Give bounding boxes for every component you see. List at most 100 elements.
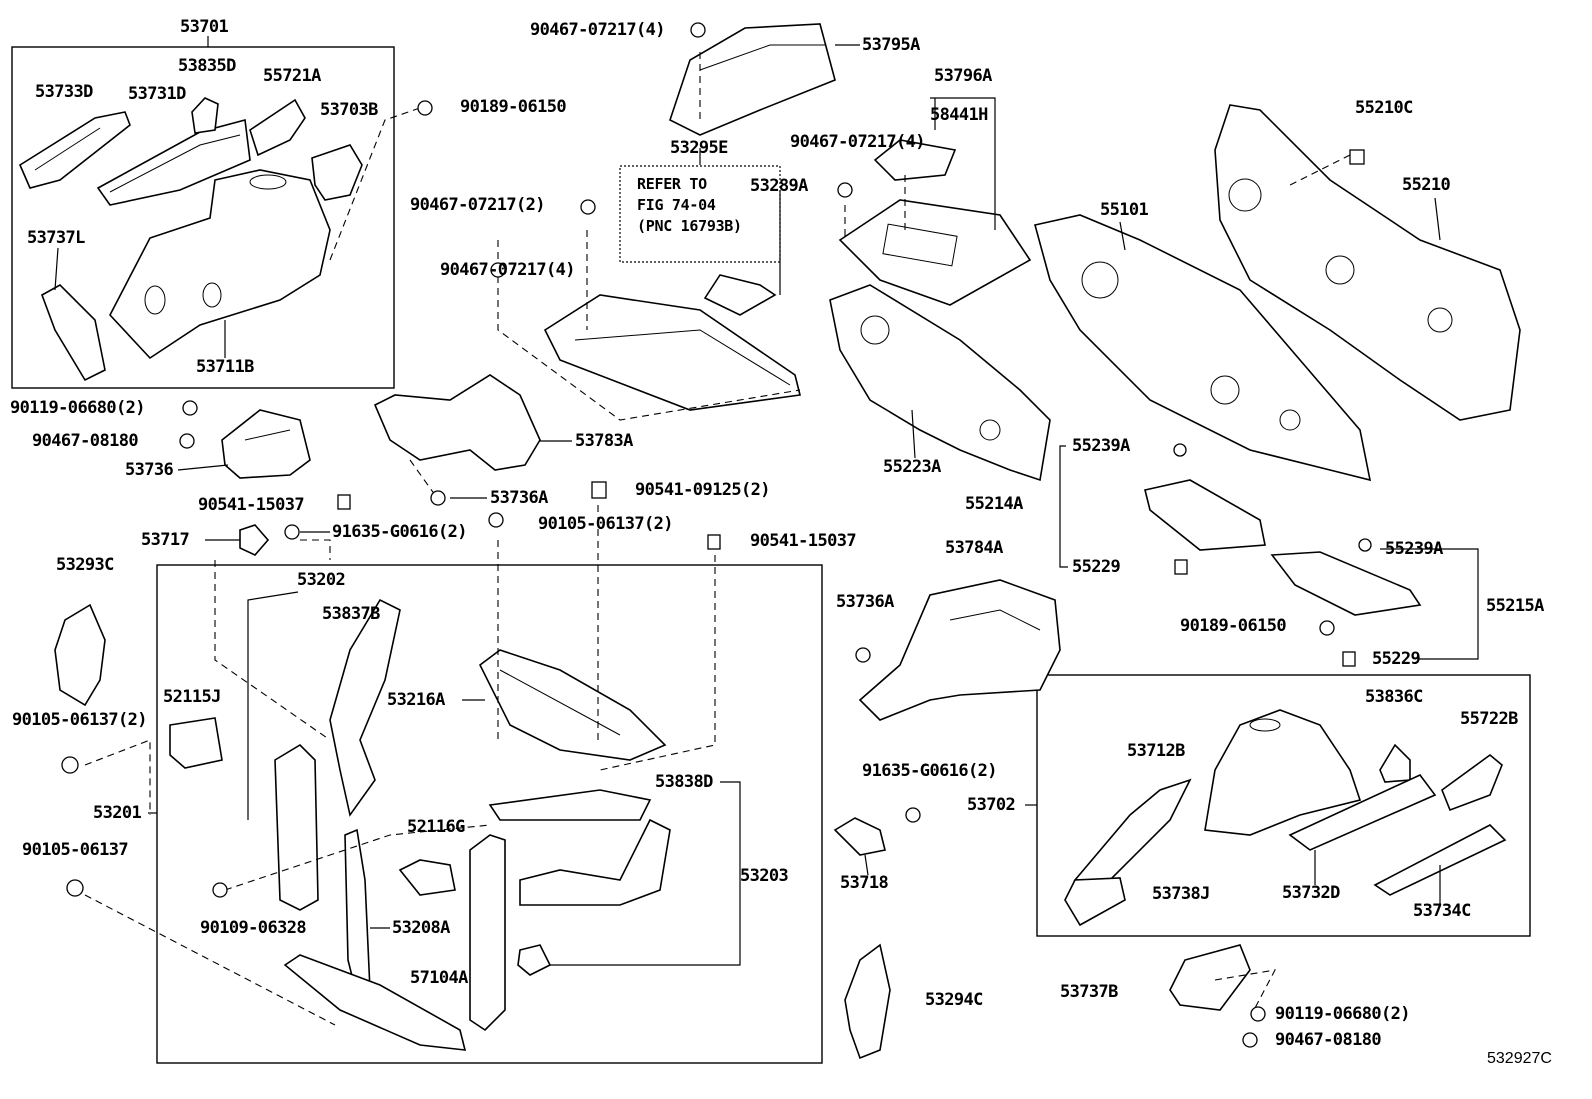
label-53738j[interactable]: 53738J [1152, 884, 1210, 904]
part-53737b [1169, 944, 1251, 1011]
refer-text-line2: FIG 74-04 [637, 196, 716, 214]
label-53731d[interactable]: 53731D [128, 84, 186, 104]
bolts [61, 22, 1372, 1048]
label-55214a[interactable]: 55214A [965, 494, 1023, 514]
label-90467-08180-a[interactable]: 90467-08180 [32, 431, 139, 451]
label-90541-09125[interactable]: 90541-09125(2) [635, 480, 770, 500]
label-90119-06680-a[interactable]: 90119-06680(2) [10, 398, 145, 418]
part-55210 [1214, 104, 1521, 421]
part-53795a [669, 23, 836, 136]
label-90467-07217-d[interactable]: 90467-07217(4) [440, 260, 575, 280]
label-53294c[interactable]: 53294C [925, 990, 983, 1010]
label-90119-06680-b[interactable]: 90119-06680(2) [1275, 1004, 1410, 1024]
part-53717 [239, 524, 270, 556]
label-53784a[interactable]: 53784A [945, 538, 1003, 558]
part-53836c [1379, 743, 1411, 783]
label-53712b[interactable]: 53712B [1127, 741, 1185, 761]
label-53737l[interactable]: 53737L [27, 228, 85, 248]
label-53838d[interactable]: 53838D [655, 772, 713, 792]
label-55239a-a[interactable]: 55239A [1072, 436, 1130, 456]
part-53703b [311, 144, 363, 201]
label-90541-15037-a[interactable]: 90541-15037 [198, 495, 305, 515]
label-90467-08180-b[interactable]: 90467-08180 [1275, 1030, 1382, 1050]
part-53293c [54, 603, 106, 707]
label-53736[interactable]: 53736 [125, 460, 174, 480]
label-57104a[interactable]: 57104A [410, 968, 468, 988]
label-53796a[interactable]: 53796A [934, 66, 992, 86]
part-57104a [283, 954, 467, 1051]
label-58441h[interactable]: 58441H [930, 105, 988, 125]
label-55229-a[interactable]: 55229 [1072, 557, 1121, 577]
part-53835d [191, 97, 219, 134]
part-53294c [844, 943, 891, 1060]
label-53732d[interactable]: 53732D [1282, 883, 1340, 903]
label-52116g[interactable]: 52116G [407, 817, 465, 837]
label-53201[interactable]: 53201 [93, 803, 142, 823]
label-91635-g0616-b[interactable]: 91635-G0616(2) [862, 761, 997, 781]
label-52115j[interactable]: 52115J [163, 687, 221, 707]
part-53202 [274, 743, 319, 911]
part-53203-bracket [519, 818, 671, 906]
label-91635-g0616-a[interactable]: 91635-G0616(2) [332, 522, 467, 542]
label-53718[interactable]: 53718 [840, 873, 889, 893]
label-90105-06137-c[interactable]: 90105-06137 [22, 840, 129, 860]
label-53736a-b[interactable]: 53736A [836, 592, 894, 612]
label-90467-07217-b[interactable]: 90467-07217(4) [790, 132, 925, 152]
label-53701[interactable]: 53701 [180, 17, 229, 37]
label-53295e[interactable]: 53295E [670, 138, 728, 158]
label-53835d[interactable]: 53835D [178, 56, 236, 76]
label-90189-06150-b[interactable]: 90189-06150 [1180, 616, 1287, 636]
label-90105-06137-b[interactable]: 90105-06137(2) [12, 710, 147, 730]
label-55215a[interactable]: 55215A [1486, 596, 1544, 616]
part-53736 [221, 409, 311, 479]
label-55229-b[interactable]: 55229 [1372, 649, 1421, 669]
part-53732d [1288, 774, 1437, 851]
label-53795a[interactable]: 53795A [862, 35, 920, 55]
label-53783a[interactable]: 53783A [575, 431, 633, 451]
label-53289a[interactable]: 53289A [750, 176, 808, 196]
label-53717[interactable]: 53717 [141, 530, 190, 550]
label-55223a[interactable]: 55223A [883, 457, 941, 477]
label-55210c[interactable]: 55210C [1355, 98, 1413, 118]
part-53718 [833, 817, 886, 856]
label-90109-06328[interactable]: 90109-06328 [200, 918, 307, 938]
label-53202[interactable]: 53202 [297, 570, 346, 590]
label-53737b[interactable]: 53737B [1060, 982, 1118, 1002]
part-55722b [1441, 753, 1503, 812]
label-90467-07217-a[interactable]: 90467-07217(4) [530, 20, 665, 40]
label-55239a-b[interactable]: 55239A [1385, 539, 1443, 559]
label-53702[interactable]: 53702 [967, 795, 1016, 815]
illustration-code: 532927C [1487, 1050, 1552, 1067]
part-53711b [109, 169, 331, 360]
label-55101[interactable]: 55101 [1100, 200, 1149, 220]
label-55722b[interactable]: 55722B [1460, 709, 1518, 729]
label-53293c[interactable]: 53293C [56, 555, 114, 575]
label-53208a[interactable]: 53208A [392, 918, 450, 938]
label-90189-06150[interactable]: 90189-06150 [460, 97, 567, 117]
label-53711b[interactable]: 53711B [196, 357, 254, 377]
label-90541-15037-b[interactable]: 90541-15037 [750, 531, 857, 551]
part-53702-apron [1204, 709, 1362, 836]
label-55210[interactable]: 55210 [1402, 175, 1451, 195]
part-53216a [478, 649, 667, 761]
label-90467-07217-c[interactable]: 90467-07217(2) [410, 195, 545, 215]
part-55721a [249, 98, 306, 157]
label-53734c[interactable]: 53734C [1413, 901, 1471, 921]
label-53837b[interactable]: 53837B [322, 604, 380, 624]
label-90105-06137-a[interactable]: 90105-06137(2) [538, 514, 673, 534]
label-53836c[interactable]: 53836C [1365, 687, 1423, 707]
part-55215a [1270, 551, 1422, 616]
part-55101 [1034, 214, 1372, 482]
part-53737l [41, 284, 106, 382]
group-box-53701 [11, 46, 395, 389]
part-53203-pillar [469, 834, 506, 1032]
part-53837b [329, 598, 401, 817]
label-53733d[interactable]: 53733D [35, 82, 93, 102]
label-53216a[interactable]: 53216A [387, 690, 445, 710]
part-53838d [488, 789, 652, 821]
label-53736a-a[interactable]: 53736A [490, 488, 548, 508]
label-55721a[interactable]: 55721A [263, 66, 321, 86]
label-53203[interactable]: 53203 [740, 866, 789, 886]
label-53703b[interactable]: 53703B [320, 100, 378, 120]
clip-55210c [1349, 149, 1365, 165]
